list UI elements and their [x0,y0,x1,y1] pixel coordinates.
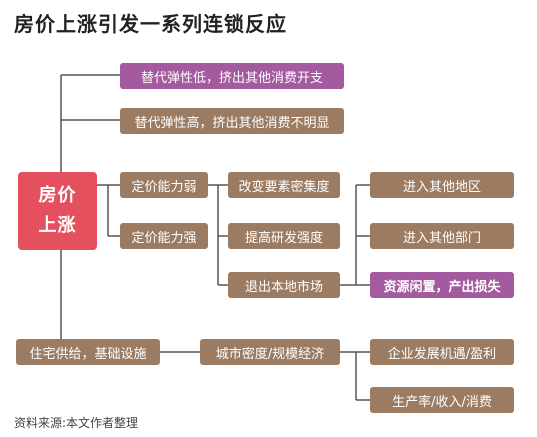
source-note: 资料来源:本文作者整理 [14,416,139,430]
node-pricing-weak: 定价能力弱 [120,172,208,198]
node-exit-market: 退出本地市场 [228,272,340,298]
node-housing-supply: 住宅供给，基础设施 [16,339,160,365]
node-sub-low: 替代弹性低，挤出其他消费开支 [120,63,344,89]
node-idle-loss: 资源闲置，产出损失 [370,272,514,298]
node-pricing-strong: 定价能力强 [120,223,208,249]
node-sub-high: 替代弹性高，挤出其他消费不明显 [120,108,344,134]
node-city-density: 城市密度/规模经济 [200,339,340,365]
node-factor-density: 改变要素密集度 [228,172,340,198]
node-rd-intensity: 提高研发强度 [228,223,340,249]
node-productivity: 生产率/收入/消费 [370,387,514,413]
node-other-sector: 进入其他部门 [370,223,514,249]
node-enterprise: 企业发展机遇/盈利 [370,339,514,365]
node-other-region: 进入其他地区 [370,172,514,198]
center-line2: 上涨 [38,215,77,236]
center-node: 房价 上涨 [18,172,97,250]
page-title: 房价上涨引发一系列连锁反应 [14,12,287,36]
center-line1: 房价 [38,185,77,206]
